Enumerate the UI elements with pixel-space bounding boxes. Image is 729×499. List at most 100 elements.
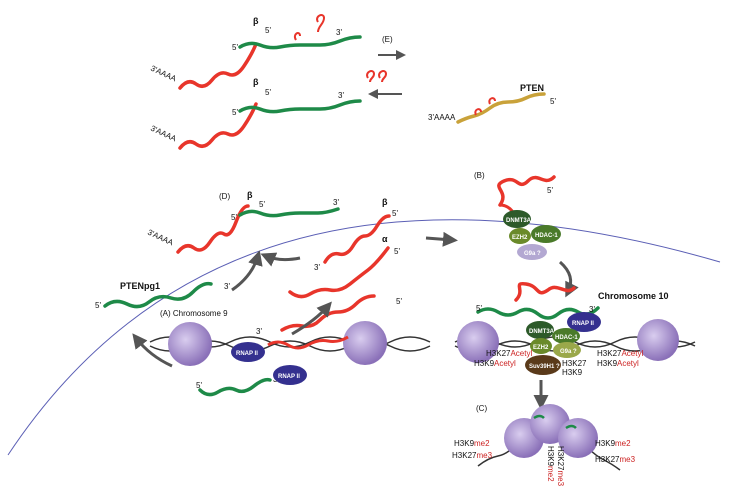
chr9-green-bottom [198,377,272,397]
c-center-h3k27: H3K27me3 [556,446,565,487]
chr10-center-h3k9: H3K9 [562,368,583,377]
b-hdac1 [531,225,561,243]
chr10-nucleosome-right [637,319,679,361]
beta-label-mid: β [253,77,259,87]
polya-label-mid: 3'AAAA [149,124,178,144]
free-mirna-2 [378,70,388,83]
center-five-prime: 5' [392,209,398,218]
label-e: (E) [382,35,393,44]
chr10-right-h3k27: H3K27Acetyl [597,349,643,358]
ptenpg1-three-prime: 3' [224,282,230,291]
d-green-transcript [238,207,340,218]
chr10-suv39h1 [525,355,561,375]
chr10-five-prime: 5' [476,304,482,313]
b-ezh2-label: EZH2 [512,235,528,241]
c-right-h3k27: H3K27me3 [595,455,636,464]
chr10-nucleosome-left [457,321,499,363]
chr10-green-strand [476,306,600,320]
polya-label-top: 3'AAAA [149,64,178,84]
label-c: (C) [476,404,487,413]
mirna-top-2 [316,14,326,33]
b-g9a [517,244,547,260]
rnap-chr9-bottom [273,365,307,385]
d-five-prime-red: 5' [259,200,265,209]
free-mirna-1 [366,70,376,83]
chr10-left-h3k27: H3K27Acetyl [486,349,532,358]
cell-membrane [7,219,721,456]
chr10-ezh2 [530,338,552,354]
b-hdac1-label: HDAC-1 [535,233,558,239]
pten-transcript-green-top [238,35,362,50]
five-prime-label-top-green: 5' [232,43,238,52]
pten-mirna-2 [488,97,496,105]
chr10-g9a-label: G9a ? [560,349,577,355]
chr9-five-prime-red: 5' [396,297,402,306]
alpha-label: α [382,234,388,244]
rnap-chr9-top-label: RNAP II [236,351,258,357]
b-red-hairpin [497,175,556,207]
label-a-chr9: (A) Chromosome 9 [160,309,228,318]
b-ezh2 [509,228,531,244]
arrow-to-b [425,231,458,247]
center-three-prime: 3' [314,263,320,272]
ptenpg1-five-prime: 5' [95,301,101,310]
beta-transcript-red-top [178,42,258,90]
chr10-label: Chromosome 10 [598,291,669,301]
c-left-h3k9: H3K9me2 [454,439,490,448]
rnap-chr10-label: RNAP II [572,321,594,327]
chr10-hdac1 [552,328,580,344]
rnap-chr10 [567,312,601,332]
beta-transcript-red-mid [178,102,258,150]
c-left-h3k27: H3K27me3 [452,451,493,460]
arrow-up-d2 [260,252,301,267]
label-b: (B) [474,171,485,180]
center-beta-label: β [382,197,388,207]
rnap-chr9-bottom-label: RNAP II [278,374,300,380]
d-three-prime: 3' [333,198,339,207]
three-prime-label-top: 3' [336,28,342,37]
c-right-h3k9: H3K9me2 [595,439,631,448]
chr10-center-h3k27: H3K27 [562,359,587,368]
alpha-red-transcript [288,246,390,299]
alpha-five-prime: 5' [394,247,400,256]
b-dnmt3a [503,210,531,228]
ptenpg1-transcript [103,281,213,309]
chr10-right-h3k9: H3K9Acetyl [597,359,639,368]
b-g9a-label: G9a ? [524,251,541,257]
pten-mirna-1 [474,108,482,116]
chr9-three-prime-top: 3' [256,327,262,336]
arrow-to-ptenpg1 [132,333,173,368]
chr10-hdac1-label: HDAC-1 [555,335,578,341]
chr10-g9a [553,342,581,358]
chr9-five-prime-green: 5' [196,381,202,390]
chr10-three-prime: 3' [589,305,595,314]
d-polya-label: 3'AAAA [146,228,175,248]
five-prime-label-top-red: 5' [265,26,271,35]
three-prime-label-mid: 3' [338,91,344,100]
chr10-ezh2-label: EZH2 [533,345,549,351]
arrow-up-d1 [231,250,263,292]
chr10-red-hairpin [514,281,576,302]
chr10-left-h3k9: H3K9Acetyl [474,359,516,368]
c-green-bits [533,414,577,430]
c-center-h3k9: H3K9me2 [546,446,555,482]
pten-transcript-green-mid [238,99,362,114]
pten-label: PTEN [520,83,544,93]
chr10-dnmt3a-label: DNMT3A [529,329,555,335]
b-dnmt3a-label: DNMT3A [506,218,532,224]
d-beta-label: β [247,190,253,200]
chr9-red-strand [267,335,349,350]
label-d: (D) [219,192,230,201]
center-beta-red [323,214,391,264]
chr10-suv39h1-label: Suv39H1 ? [529,364,560,370]
chr10-dnmt3a [526,321,554,339]
beta-label-top: β [253,16,259,26]
d-five-prime-green: 5' [231,213,237,222]
arrow-to-alpha [291,301,332,336]
rnap-chr9-top [231,342,265,362]
five-prime-label-pten: 5' [550,97,556,106]
d-beta-red-transcript [176,204,250,254]
five-prime-label-mid-red: 5' [265,88,271,97]
